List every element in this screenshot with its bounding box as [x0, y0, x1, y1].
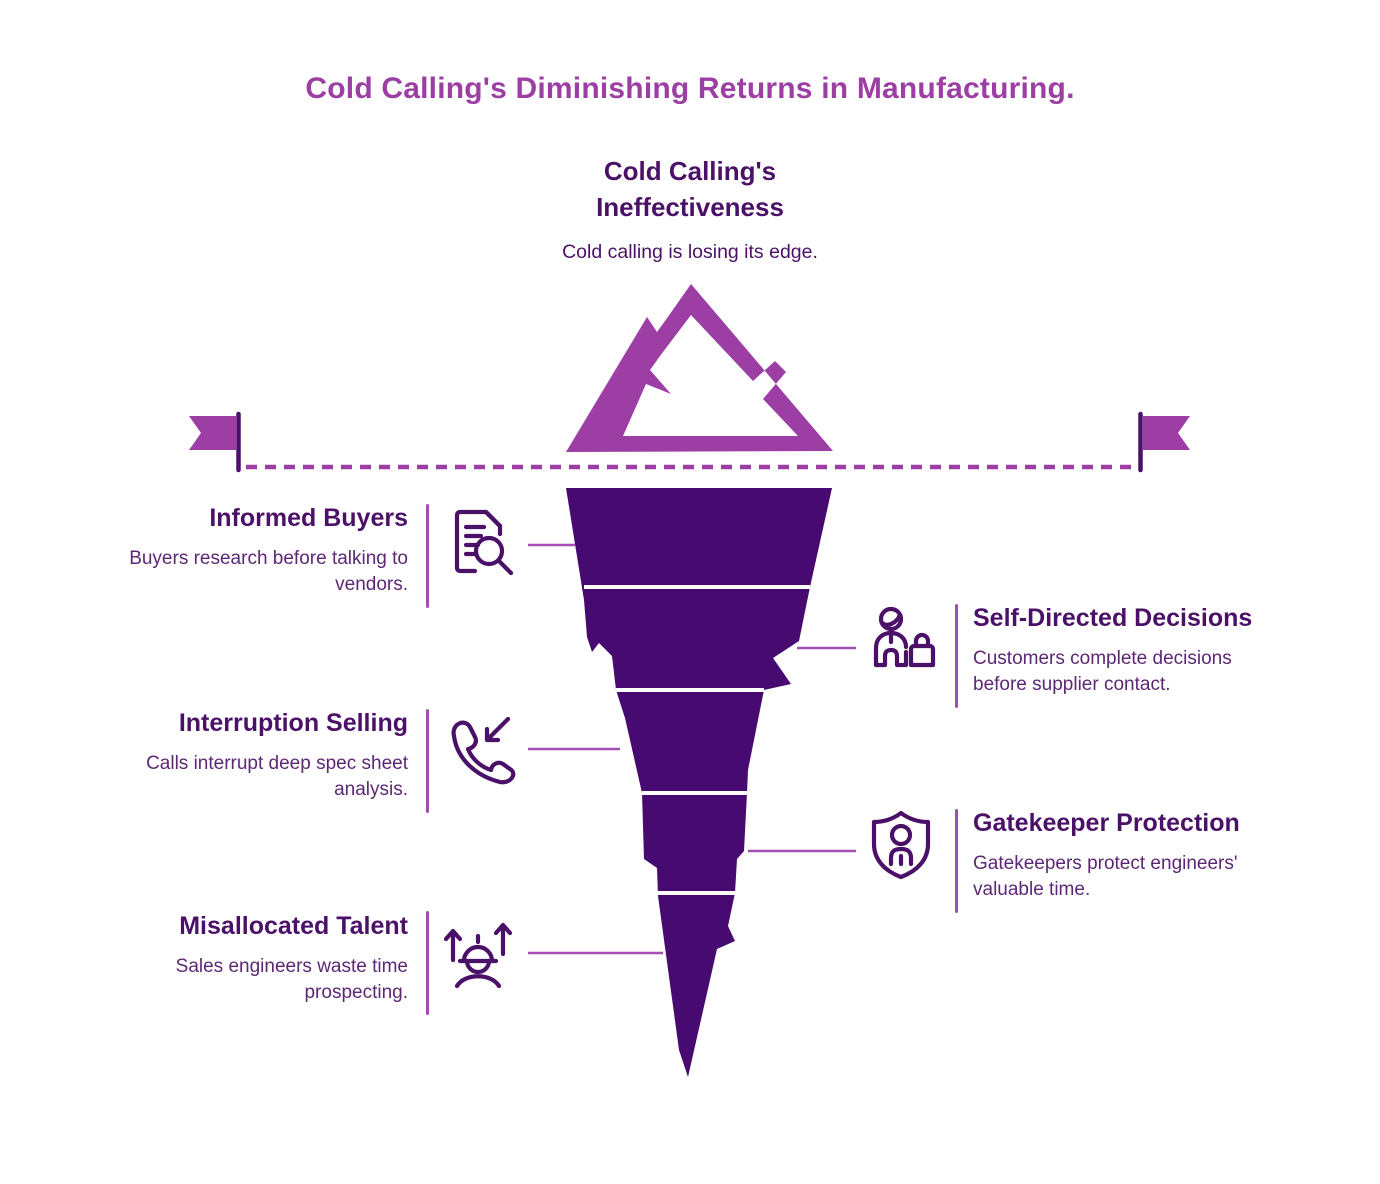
callout-title: Gatekeeper Protection: [973, 809, 1240, 837]
callout-gatekeeper-protection: Gatekeeper Protection Gatekeepers protec…: [973, 809, 1283, 903]
iceberg-funnel: [566, 488, 832, 1077]
flag-icon: [1138, 411, 1190, 473]
callout-divider: [955, 809, 958, 913]
summit-heading-line2: Ineffectiveness: [596, 192, 784, 222]
phone-incoming-icon: [441, 710, 517, 786]
callout-title: Informed Buyers: [209, 504, 408, 532]
callout-connector-lines: [528, 543, 856, 955]
callout-title: Self-Directed Decisions: [973, 604, 1253, 632]
shield-person-icon: [864, 806, 940, 882]
summit-heading: Cold Calling's Ineffectiveness: [440, 153, 940, 225]
callout-divider: [426, 504, 429, 608]
flag-icon: [189, 411, 241, 473]
callout-self-directed-decisions: Self-Directed Decisions Customers comple…: [973, 604, 1283, 698]
customer-shopping-icon: [864, 602, 940, 678]
iceberg-segment-lines: [584, 585, 810, 895]
mountain-icon: [566, 284, 833, 452]
callout-description: Customers complete decisions before supp…: [973, 648, 1232, 695]
callout-description: Calls interrupt deep spec sheet analysis…: [146, 753, 408, 800]
callout-divider: [426, 911, 429, 1015]
callout-informed-buyers: Informed Buyers Buyers research before t…: [78, 504, 408, 598]
callout-description: Sales engineers waste time prospecting.: [175, 956, 408, 1003]
callout-misallocated-talent: Misallocated Talent Sales engineers wast…: [78, 912, 408, 1006]
callout-title: Misallocated Talent: [179, 912, 408, 940]
callout-description: Buyers research before talking to vendor…: [129, 548, 408, 595]
callout-divider: [955, 604, 958, 708]
page-title: Cold Calling's Diminishing Returns in Ma…: [305, 72, 1075, 105]
callout-description: Gatekeepers protect engineers' valuable …: [973, 853, 1238, 900]
summit-heading-line1: Cold Calling's: [603, 156, 777, 186]
document-search-icon: [441, 503, 517, 579]
summit-subtitle: Cold calling is losing its edge.: [562, 241, 818, 263]
callout-interruption-selling: Interruption Selling Calls interrupt dee…: [78, 709, 408, 803]
engineer-arrows-icon: [440, 915, 516, 991]
callout-title: Interruption Selling: [178, 709, 408, 737]
callout-divider: [426, 709, 429, 813]
